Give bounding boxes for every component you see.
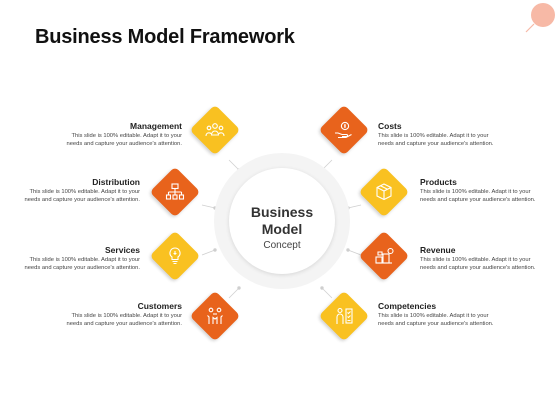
competencies-description: This slide is 100% editable. Adapt it to… <box>378 313 494 327</box>
team-icon <box>203 118 227 142</box>
revenue-description: This slide is 100% editable. Adapt it to… <box>420 257 536 271</box>
products-heading: Products <box>420 177 457 187</box>
people-check-icon <box>332 304 356 328</box>
products-description: This slide is 100% editable. Adapt it to… <box>420 189 536 203</box>
page-title: Business Model Framework <box>35 26 295 48</box>
costs-description: This slide is 100% editable. Adapt it to… <box>378 133 494 147</box>
distribution-heading: Distribution <box>92 177 140 187</box>
distribution-description: This slide is 100% editable. Adapt it to… <box>24 189 140 203</box>
center-title: Business Model <box>229 204 335 238</box>
money-stack-icon <box>372 244 396 268</box>
customers-heading: Customers <box>137 301 182 311</box>
center-subtitle: Concept <box>263 240 301 251</box>
box-icon <box>372 180 396 204</box>
handshake-icon <box>203 304 227 328</box>
services-description: This slide is 100% editable. Adapt it to… <box>24 257 140 271</box>
revenue-heading: Revenue <box>420 245 456 255</box>
bulb-icon <box>163 244 187 268</box>
center-title-line1: Business <box>250 204 314 220</box>
management-description: This slide is 100% editable. Adapt it to… <box>66 133 182 147</box>
center-circle <box>229 168 335 274</box>
org-chart-icon <box>163 180 187 204</box>
competencies-heading: Competencies <box>378 301 437 311</box>
management-heading: Management <box>130 121 182 131</box>
costs-heading: Costs <box>378 121 402 131</box>
decorative-circle-icon <box>525 3 555 33</box>
services-heading: Services <box>105 245 140 255</box>
center-title-line2: Model <box>261 221 303 237</box>
hand-coin-icon <box>332 118 356 142</box>
customers-description: This slide is 100% editable. Adapt it to… <box>66 313 182 327</box>
